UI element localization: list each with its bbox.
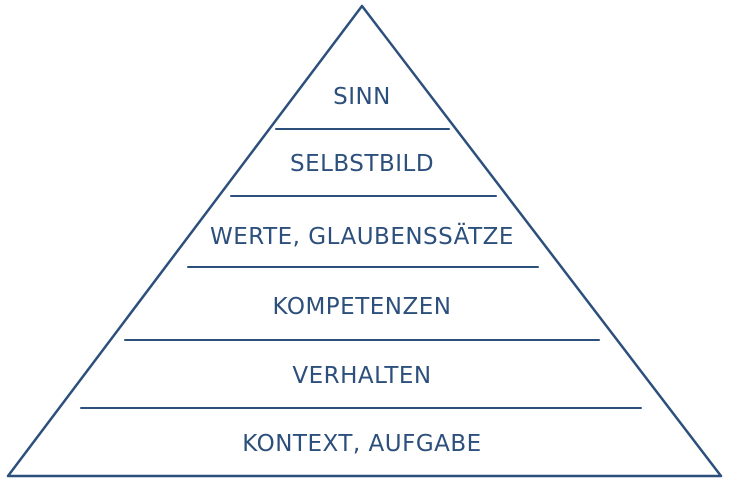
pyramid-outline <box>6 4 723 478</box>
level-label-selbstbild: SELBSTBILD <box>290 151 434 177</box>
level-label-sinn: SINN <box>333 84 391 110</box>
level-label-kompetenzen: KOMPETENZEN <box>273 294 452 320</box>
level-label-werte: WERTE, GLAUBENSSÄTZE <box>210 222 514 250</box>
level-label-verhalten: VERHALTEN <box>292 363 431 389</box>
level-label-kontext: KONTEXT, AUFGABE <box>242 431 481 457</box>
